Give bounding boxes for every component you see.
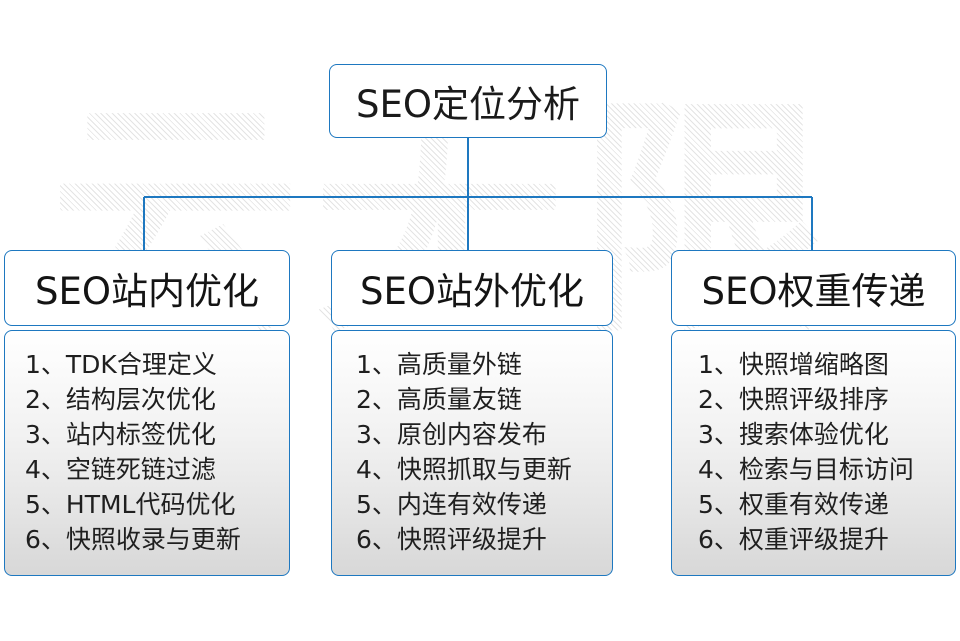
branch-column-3[interactable]: SEO权重传递 1、快照增缩略图 2、快照评级排序 3、搜索体验优化 4、检索与… [671, 250, 956, 576]
branch-list-3: 1、快照增缩略图 2、快照评级排序 3、搜索体验优化 4、检索与目标访问 5、权… [672, 347, 955, 557]
list-item: 6、快照收录与更新 [25, 525, 241, 554]
list-item: 2、结构层次优化 [25, 385, 216, 414]
branch-body-2: 1、高质量外链 2、高质量友链 3、原创内容发布 4、快照抓取与更新 5、内连有… [331, 330, 613, 576]
list-item: 1、TDK合理定义 [25, 350, 217, 379]
branch-column-1[interactable]: SEO站内优化 1、TDK合理定义 2、结构层次优化 3、站内标签优化 4、空链… [4, 250, 290, 576]
root-node[interactable]: SEO定位分析 [329, 64, 607, 138]
list-item: 4、检索与目标访问 [698, 455, 914, 484]
list-item: 4、快照抓取与更新 [356, 455, 572, 484]
branch-column-2[interactable]: SEO站外优化 1、高质量外链 2、高质量友链 3、原创内容发布 4、快照抓取与… [331, 250, 613, 576]
list-item: 5、内连有效传递 [356, 490, 547, 519]
list-item: 5、权重有效传递 [698, 490, 889, 519]
branch-body-3: 1、快照增缩略图 2、快照评级排序 3、搜索体验优化 4、检索与目标访问 5、权… [671, 330, 956, 576]
list-item: 3、站内标签优化 [25, 420, 216, 449]
branch-list-1: 1、TDK合理定义 2、结构层次优化 3、站内标签优化 4、空链死链过滤 5、H… [5, 347, 289, 557]
list-item: 1、高质量外链 [356, 350, 522, 379]
list-item: 5、HTML代码优化 [25, 490, 236, 519]
list-item: 3、原创内容发布 [356, 420, 547, 449]
list-item: 1、快照增缩略图 [698, 350, 889, 379]
list-item: 6、快照评级提升 [356, 525, 547, 554]
branch-title-1: SEO站内优化 [35, 270, 259, 313]
list-item: 2、快照评级排序 [698, 385, 889, 414]
branch-body-1: 1、TDK合理定义 2、结构层次优化 3、站内标签优化 4、空链死链过滤 5、H… [4, 330, 290, 576]
branch-header-1[interactable]: SEO站内优化 [4, 250, 290, 326]
branch-header-3[interactable]: SEO权重传递 [671, 250, 956, 326]
branch-header-2[interactable]: SEO站外优化 [331, 250, 613, 326]
list-item: 6、权重评级提升 [698, 525, 889, 554]
list-item: 3、搜索体验优化 [698, 420, 889, 449]
branch-list-2: 1、高质量外链 2、高质量友链 3、原创内容发布 4、快照抓取与更新 5、内连有… [332, 347, 612, 557]
branch-title-2: SEO站外优化 [360, 270, 584, 313]
branch-title-3: SEO权重传递 [701, 270, 926, 313]
list-item: 2、高质量友链 [356, 385, 522, 414]
list-item: 4、空链死链过滤 [25, 455, 216, 484]
root-node-label: SEO定位分析 [356, 83, 580, 126]
